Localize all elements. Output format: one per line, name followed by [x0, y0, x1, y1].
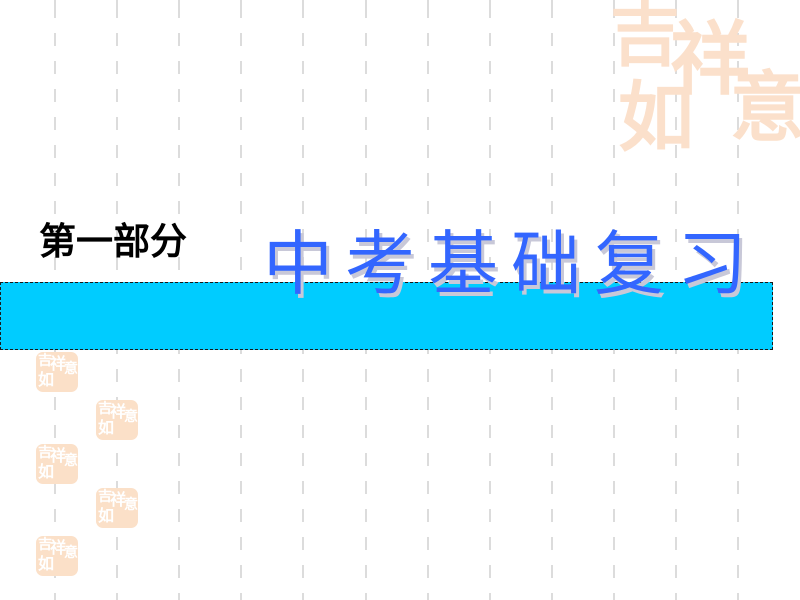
- calligraphy-decoration: 吉 祥 如 意: [610, 0, 800, 165]
- decoration-char: 意: [730, 63, 800, 152]
- seal-stamp-icon: 吉祥意如: [96, 488, 138, 528]
- decoration-char: 祥: [670, 13, 750, 106]
- decoration-char: 吉: [610, 0, 680, 76]
- title-char: 础: [511, 223, 581, 305]
- seal-stamp-icon: 吉祥意如: [36, 444, 78, 484]
- decoration-char: 如: [618, 73, 694, 162]
- title-char: 考: [345, 223, 415, 305]
- seal-stamp-icon: 吉祥意如: [36, 352, 78, 392]
- title-char: 复: [594, 223, 664, 305]
- title-char: 基: [428, 223, 498, 305]
- title-char: 中: [263, 223, 333, 305]
- seal-stamp-icon: 吉祥意如: [36, 536, 78, 576]
- title-banner: [0, 282, 773, 350]
- seal-stamp-icon: 吉祥意如: [96, 400, 138, 440]
- title-char: 习: [677, 223, 747, 305]
- part-label: 第一部分: [39, 220, 187, 263]
